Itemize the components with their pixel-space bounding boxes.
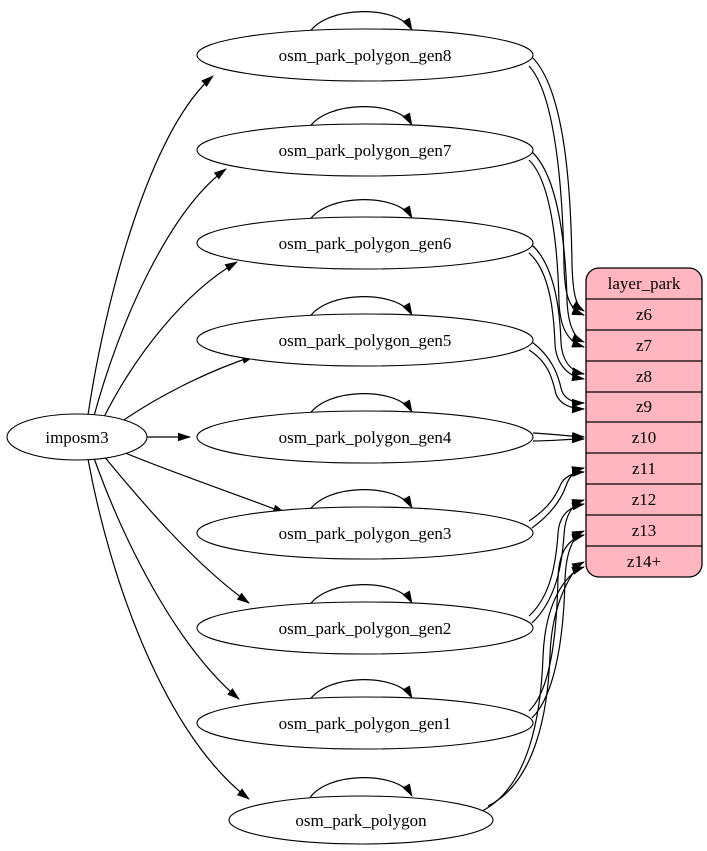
node-osm-park-polygon-gen6 [196,216,534,270]
node-polygon-label: osm_park_polygon [295,811,427,830]
node-gen1-label: osm_park_polygon_gen1 [279,714,452,733]
edge-imposm3-to-gen1 [93,457,240,700]
row-z10: z10 [632,428,657,447]
edge-gen8-to-z6-b [528,65,585,316]
edge-polygon-to-z14-b [477,566,585,814]
edge-gen7-to-z7-b [528,159,585,348]
row-z7: z7 [636,336,653,355]
node-gen8-label: osm_park_polygon_gen8 [279,46,452,65]
self-loop-gen7 [308,106,413,129]
edge-gen5-to-z9-b [528,349,585,414]
node-osm-park-polygon [228,795,494,845]
edge-gen1-to-z13-a [531,530,585,719]
self-loop-polygon [308,777,413,800]
row-z8: z8 [636,367,652,386]
row-z12: z12 [632,490,657,509]
self-loop-gen8 [308,11,413,34]
edge-imposm3-to-polygon [87,458,250,800]
node-osm-park-polygon-gen7 [196,123,534,177]
edge-imposm3-to-gen2 [102,454,250,604]
edge-imposm3-to-gen8 [87,75,214,416]
row-z14: z14+ [627,552,661,571]
node-osm-park-polygon-gen3 [196,506,534,560]
node-gen7-label: osm_park_polygon_gen7 [279,141,452,160]
node-gen4-label: osm_park_polygon_gen4 [279,428,452,447]
node-osm-park-polygon-gen8 [196,28,534,82]
node-imposm3 [6,413,148,461]
row-z11: z11 [632,459,656,478]
node-layer: imposm3 osm_park_polygon_gen8 osm_park_p… [6,28,534,845]
node-osm-park-polygon-gen5 [196,313,534,367]
edge-gen5-to-z9-a [531,341,585,408]
row-z6: z6 [636,305,652,324]
row-z9: z9 [636,397,652,416]
node-osm-park-polygon-gen4 [196,410,534,464]
self-loop-gen2 [308,584,413,607]
edge-gen6-to-z8-b [528,252,585,382]
node-osm-park-polygon-gen1 [196,696,534,750]
self-loop-gen6 [308,199,413,222]
edge-gen4-to-z10-a [532,432,585,441]
node-gen3-label: osm_park_polygon_gen3 [279,524,452,543]
layer-park-title: layer_park [608,274,681,293]
edge-gen7-to-z7-a [531,151,585,343]
edge-gen4-to-z10-b [532,434,585,444]
edge-imposm3-to-gen7 [93,168,227,417]
node-gen2-label: osm_park_polygon_gen2 [279,619,452,638]
node-gen6-label: osm_park_polygon_gen6 [279,234,452,253]
edge-polygon-to-z14-a [487,561,585,807]
self-loop-gen5 [308,296,413,319]
edge-gen1-to-z13-b [528,534,585,712]
self-loop-gen4 [308,393,413,416]
self-loop-gen3 [308,489,413,512]
node-imposm3-label: imposm3 [45,428,108,447]
edge-layer [87,11,585,814]
edge-gen3-to-z11-a [531,466,585,529]
edge-imposm3-to-gen6 [102,261,238,420]
row-z13: z13 [632,521,657,540]
node-gen5-label: osm_park_polygon_gen5 [279,331,452,350]
edge-imposm3-to-gen3 [117,449,286,514]
edge-imposm3-to-gen5 [117,355,255,425]
edge-gen8-to-z6-a [531,56,585,312]
self-loop-gen1 [308,679,413,702]
layer-park-table: layer_park z6 z7 z8 z9 z10 z11 z12 z13 z… [585,267,703,578]
edge-gen6-to-z8-a [531,244,585,376]
edge-gen3-to-z11-b [528,468,585,522]
node-osm-park-polygon-gen2 [196,601,534,655]
edge-gen2-to-z12-b [528,502,585,617]
